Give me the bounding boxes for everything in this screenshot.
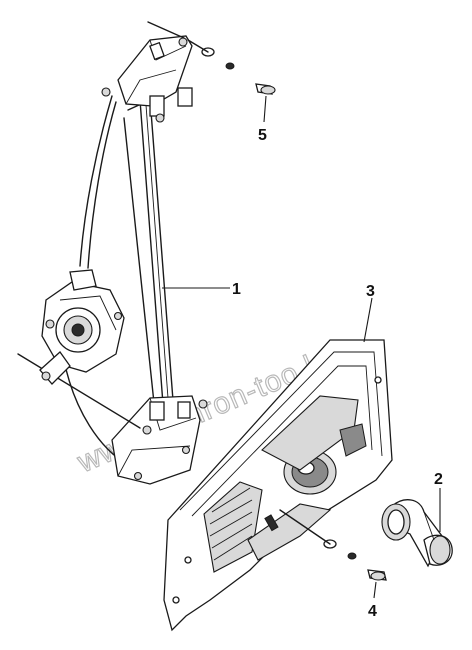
callout-3: 3 <box>363 283 375 343</box>
door-trim-panel <box>163 339 393 632</box>
callout-2: 2 <box>434 471 443 532</box>
callout-5: 5 <box>258 95 267 144</box>
callout-label-4: 4 <box>368 603 377 620</box>
callout-label-1: 1 <box>232 281 241 298</box>
top-screw-washer-set <box>187 39 276 95</box>
regulator-drum-unit <box>39 269 125 385</box>
callout-label-5: 5 <box>258 127 267 144</box>
window-crank-handle <box>381 499 453 568</box>
window-regulator-rail <box>17 21 208 485</box>
callout-1: 1 <box>162 281 241 298</box>
callout-4: 4 <box>368 581 377 620</box>
callout-label-2: 2 <box>434 471 443 488</box>
callout-label-3: 3 <box>366 283 375 300</box>
bottom-screw-washer-set <box>279 509 387 581</box>
